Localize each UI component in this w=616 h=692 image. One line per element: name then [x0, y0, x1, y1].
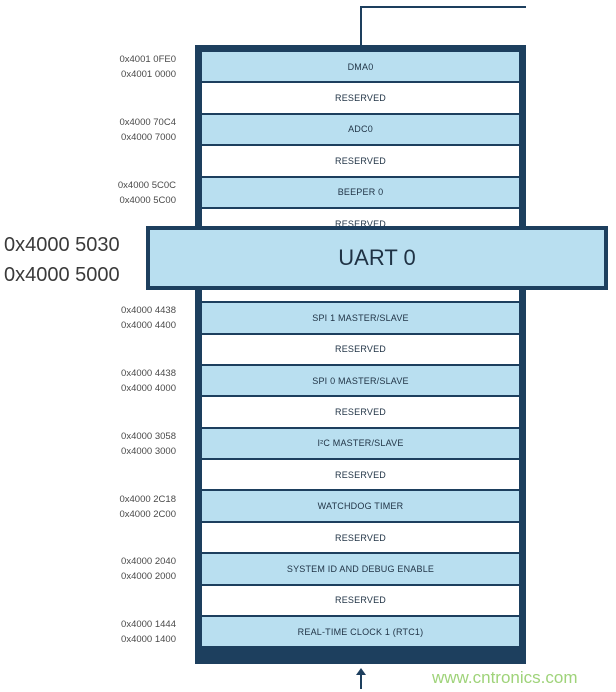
address-high: 0x4001 0FE0 [119, 54, 176, 65]
address-low: 0x4000 4400 [121, 320, 176, 332]
address-range: 0x4000 3058 0x4000 3000 [96, 429, 176, 459]
address-high: 0x4000 5C0C [117, 179, 176, 191]
bus-line-vertical [360, 6, 362, 45]
up-arrow-icon [355, 668, 367, 690]
address-low: 0x4001 0000 [121, 69, 176, 80]
address-low: 0x4000 7000 [121, 131, 176, 143]
uart-address-range: 0x4000 5030 0x4000 5000 [4, 230, 144, 290]
uart-address-low: 0x4000 5000 [4, 264, 120, 286]
reserved-block: RESERVED [202, 397, 519, 427]
address-range: 0x4000 4438 0x4000 4400 [96, 303, 176, 333]
address-high: 0x4000 2C18 [119, 493, 176, 505]
peripheral-block: SYSTEM ID AND DEBUG ENABLE [202, 554, 519, 584]
uart0-highlight-block: UART 0 [146, 226, 608, 290]
uart-address-high: 0x4000 5030 [4, 234, 120, 256]
address-range: 0x4000 1444 0x4000 1400 [96, 617, 176, 647]
reserved-block: RESERVED [202, 146, 519, 176]
uart0-highlight-label: UART 0 [338, 245, 416, 270]
bus-line-horizontal [360, 6, 526, 8]
address-range: 0x4000 70C4 0x4000 7000 [96, 115, 176, 145]
peripheral-block: SPI 0 MASTER/SLAVE [202, 365, 519, 396]
peripheral-block: REAL-TIME CLOCK 1 (RTC1) [202, 617, 519, 647]
address-low: 0x4000 2000 [121, 571, 176, 583]
address-range: 0x4000 4438 0x4000 4000 [96, 366, 176, 396]
address-high: 0x4000 4438 [121, 305, 176, 317]
address-high: 0x4000 4438 [121, 368, 176, 379]
peripheral-block: WATCHDOG TIMER [202, 491, 519, 521]
peripheral-block: BEEPER 0 [202, 177, 519, 207]
address-low: 0x4000 1400 [121, 634, 176, 646]
address-high: 0x4000 2040 [121, 556, 176, 568]
address-low: 0x4000 5C00 [119, 194, 176, 206]
address-range: 0x4000 2040 0x4000 2000 [96, 554, 176, 584]
address-low: 0x4000 2C00 [119, 508, 176, 520]
address-high: 0x4000 3058 [121, 430, 176, 442]
peripheral-block: DMA0 [202, 52, 519, 82]
address-high: 0x4000 1444 [121, 619, 176, 631]
address-range: 0x4000 2C18 0x4000 2C00 [96, 492, 176, 522]
reserved-block: RESERVED [202, 585, 519, 616]
watermark: www.cntronics.com [432, 668, 578, 687]
peripheral-block: SPI 1 MASTER/SLAVE [202, 303, 519, 333]
address-range: 0x4000 5C0C 0x4000 5C00 [96, 178, 176, 208]
reserved-block: RESERVED [202, 460, 519, 490]
address-low: 0x4000 4000 [121, 383, 176, 394]
reserved-block: RESERVED [202, 83, 519, 113]
peripheral-block: ADC0 [202, 114, 519, 145]
address-low: 0x4000 3000 [121, 445, 176, 457]
reserved-block: RESERVED [202, 522, 519, 553]
peripheral-block: I²C MASTER/SLAVE [202, 428, 519, 459]
address-range: 0x4001 0FE0 0x4001 0000 [96, 52, 176, 82]
address-high: 0x4000 70C4 [119, 116, 176, 128]
reserved-block: RESERVED [202, 334, 519, 364]
